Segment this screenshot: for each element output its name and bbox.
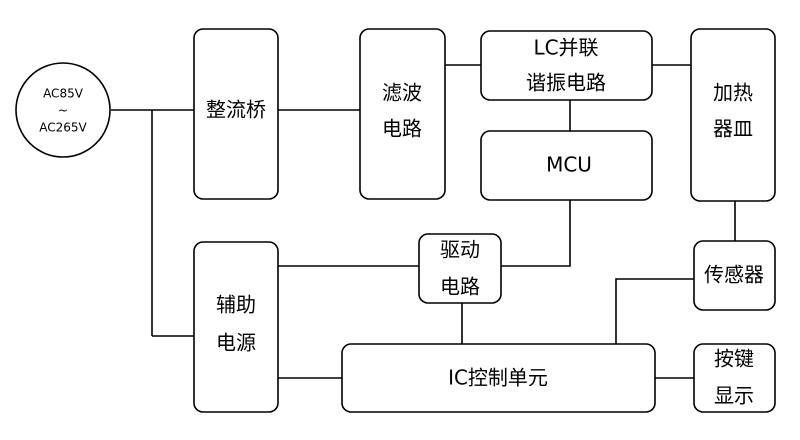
driver-box xyxy=(418,233,502,304)
ac-source: AC85V ~ AC265V xyxy=(15,62,111,158)
driver-label-line1: 驱动 xyxy=(440,238,480,262)
keypad-display-box xyxy=(693,343,776,413)
filter-label-line2: 电路 xyxy=(382,117,422,141)
ic-control-block: IC控制单元 xyxy=(341,343,656,413)
keypad-display-label-line1: 按键 xyxy=(714,347,754,371)
aux-power-label-line1: 辅助 xyxy=(216,293,256,317)
filter-label-line1: 滤波 xyxy=(382,81,422,105)
heater-box xyxy=(690,28,776,202)
keypad-display-label-line2: 显示 xyxy=(714,384,754,408)
rectifier-box xyxy=(193,28,279,200)
wire-mcu-driver xyxy=(501,200,571,267)
sensor-label: 传感器 xyxy=(704,263,764,287)
rectifier-label: 整流桥 xyxy=(206,98,266,122)
driver-block: 驱动 电路 xyxy=(418,233,502,304)
aux-power-box xyxy=(193,241,279,413)
ac-source-line3: AC265V xyxy=(39,121,87,135)
sensor-box xyxy=(693,240,776,311)
filter-block: 滤波 电路 xyxy=(359,28,446,200)
heater-label-line2: 器皿 xyxy=(713,117,753,141)
lc-resonant-block: LC并联 谐振电路 xyxy=(480,30,653,101)
ic-control-label: IC控制单元 xyxy=(448,366,548,390)
mcu-label: MCU xyxy=(546,153,592,177)
aux-power-block: 辅助 电源 xyxy=(193,241,279,413)
lc-label-line1: LC并联 xyxy=(533,36,598,60)
ac-source-line2: ~ xyxy=(58,104,68,118)
ic-control-box xyxy=(341,343,656,413)
sensor-block: 传感器 xyxy=(693,240,776,311)
heater-block: 加热 器皿 xyxy=(690,28,776,202)
keypad-display-block: 按键 显示 xyxy=(693,343,776,413)
lc-resonant-box xyxy=(480,30,653,101)
ac-source-line1: AC85V xyxy=(43,87,84,101)
mcu-block: MCU xyxy=(480,130,653,201)
connections xyxy=(111,64,736,379)
filter-box xyxy=(359,28,446,200)
ac-source-circle xyxy=(15,62,111,158)
rectifier-block: 整流桥 xyxy=(193,28,279,200)
heater-label-line1: 加热 xyxy=(713,81,753,105)
aux-power-label-line2: 电源 xyxy=(216,331,256,355)
lc-label-line2: 谐振电路 xyxy=(526,71,606,95)
wire-sensor-ic xyxy=(615,278,694,344)
mcu-box xyxy=(480,130,653,201)
driver-label-line2: 电路 xyxy=(440,275,480,299)
